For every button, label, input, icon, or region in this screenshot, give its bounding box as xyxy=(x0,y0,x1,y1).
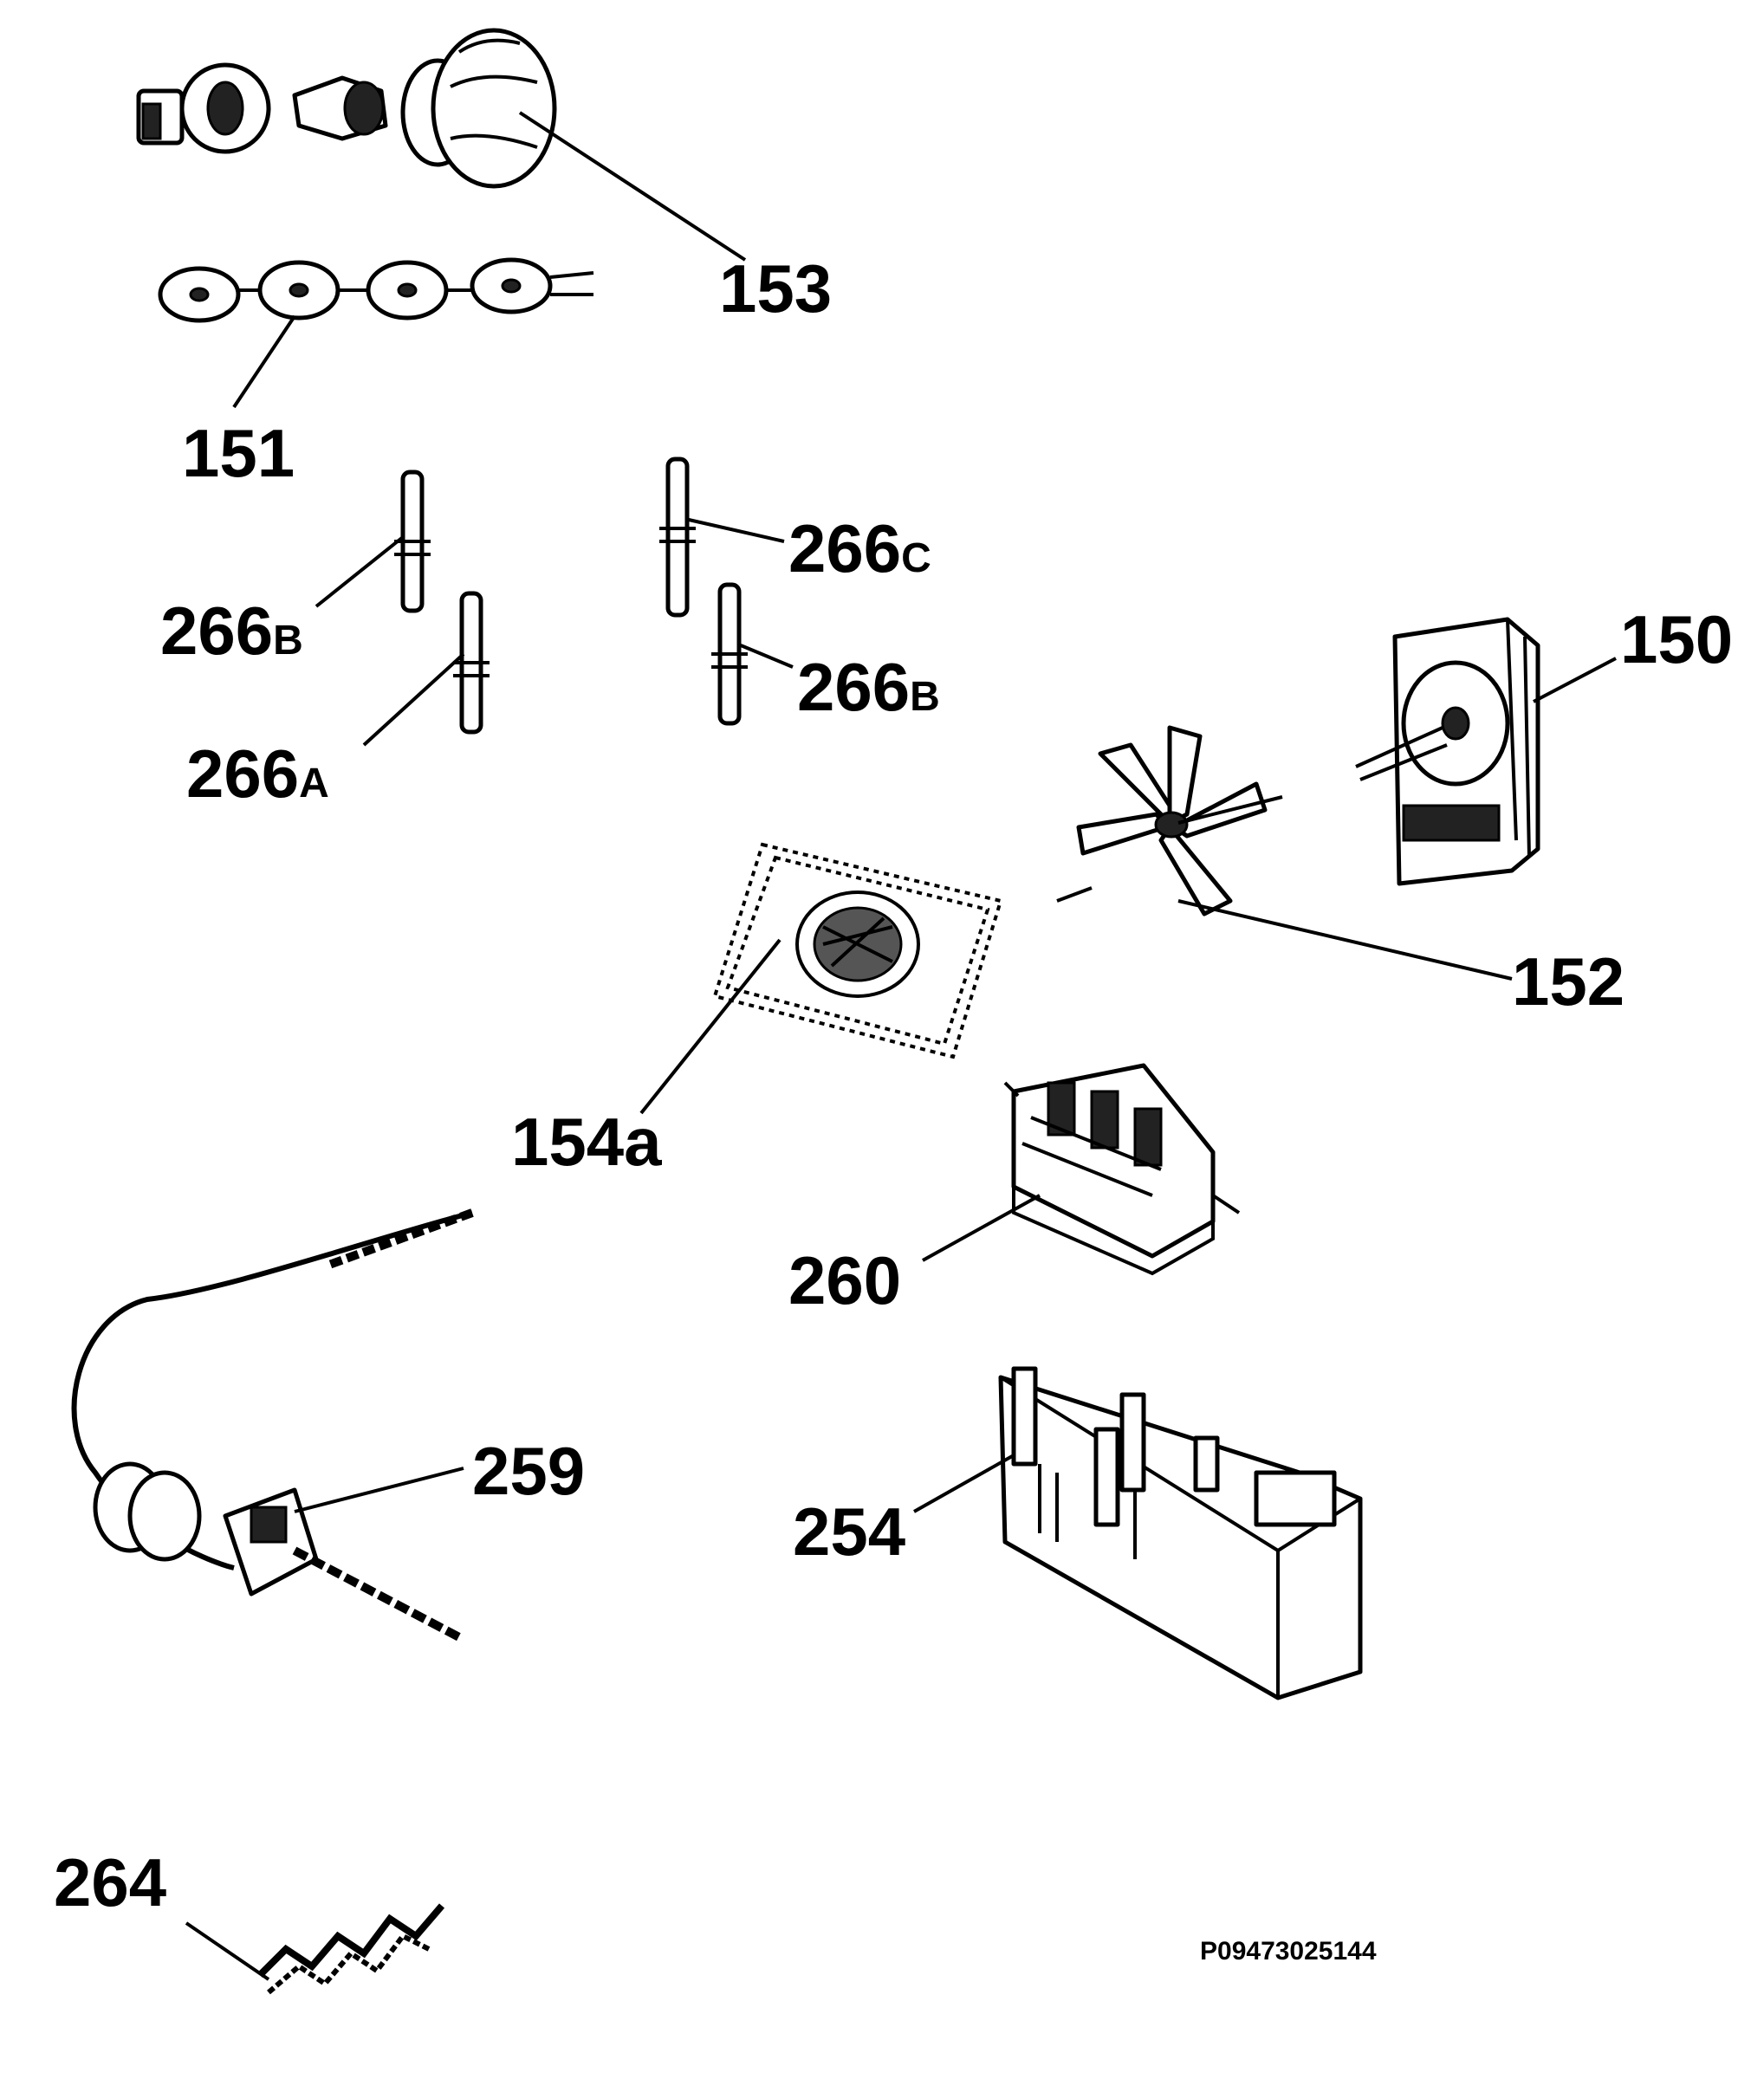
label-266c: 266C xyxy=(788,510,931,586)
label-264: 264 xyxy=(54,1844,166,1920)
part-266b-right-electrode xyxy=(711,582,748,726)
leader-259 xyxy=(294,1467,464,1513)
leader-151 xyxy=(232,314,296,409)
label-266b-left: 266B xyxy=(160,593,303,669)
leader-264 xyxy=(185,1921,270,1981)
label-151: 151 xyxy=(182,415,295,491)
leader-266c xyxy=(688,518,785,543)
part-152-fan-blade xyxy=(1056,725,1283,916)
part-266a-electrode xyxy=(453,591,490,735)
label-266a-number: 266 xyxy=(186,735,299,812)
drawing-code: P09473025144 xyxy=(1200,1937,1377,1966)
leader-260 xyxy=(922,1194,1041,1262)
label-254: 254 xyxy=(793,1493,905,1570)
label-266a-suffix: A xyxy=(299,761,329,806)
part-260-selector-switch xyxy=(1003,1063,1241,1276)
label-260: 260 xyxy=(788,1242,901,1318)
part-151-contact-chain xyxy=(158,257,594,323)
leader-153 xyxy=(518,111,747,262)
label-266c-suffix: C xyxy=(901,535,931,581)
part-254-ignition-box xyxy=(998,1366,1363,1700)
part-154a-fan-cover xyxy=(712,842,1003,1059)
leader-152 xyxy=(1177,899,1513,981)
part-264-spring-clip xyxy=(257,1903,445,1995)
label-266b-left-number: 266 xyxy=(160,593,273,669)
part-150-fan-motor xyxy=(1355,617,1540,886)
label-266b-right-number: 266 xyxy=(797,649,910,725)
leader-266b-left xyxy=(315,535,405,608)
label-152: 152 xyxy=(1512,943,1625,1020)
label-266c-number: 266 xyxy=(788,510,901,586)
leader-254 xyxy=(913,1454,1015,1513)
leader-150 xyxy=(1533,657,1617,703)
part-153-knob-assembly xyxy=(136,28,557,189)
label-259: 259 xyxy=(472,1433,585,1509)
leader-154a xyxy=(639,938,781,1115)
label-266b-right: 266B xyxy=(797,649,940,725)
label-266a: 266A xyxy=(186,735,329,812)
part-266c-electrode xyxy=(659,457,696,618)
label-150: 150 xyxy=(1620,601,1733,677)
leader-266a xyxy=(362,652,465,747)
label-266b-right-suffix: B xyxy=(910,674,940,720)
leader-266b-right xyxy=(740,644,794,669)
label-266b-left-suffix: B xyxy=(273,618,303,664)
part-266b-left-electrode xyxy=(394,470,431,613)
part-259-thermostat xyxy=(71,1208,474,1642)
label-153: 153 xyxy=(719,250,832,327)
label-154a: 154a xyxy=(511,1104,662,1180)
